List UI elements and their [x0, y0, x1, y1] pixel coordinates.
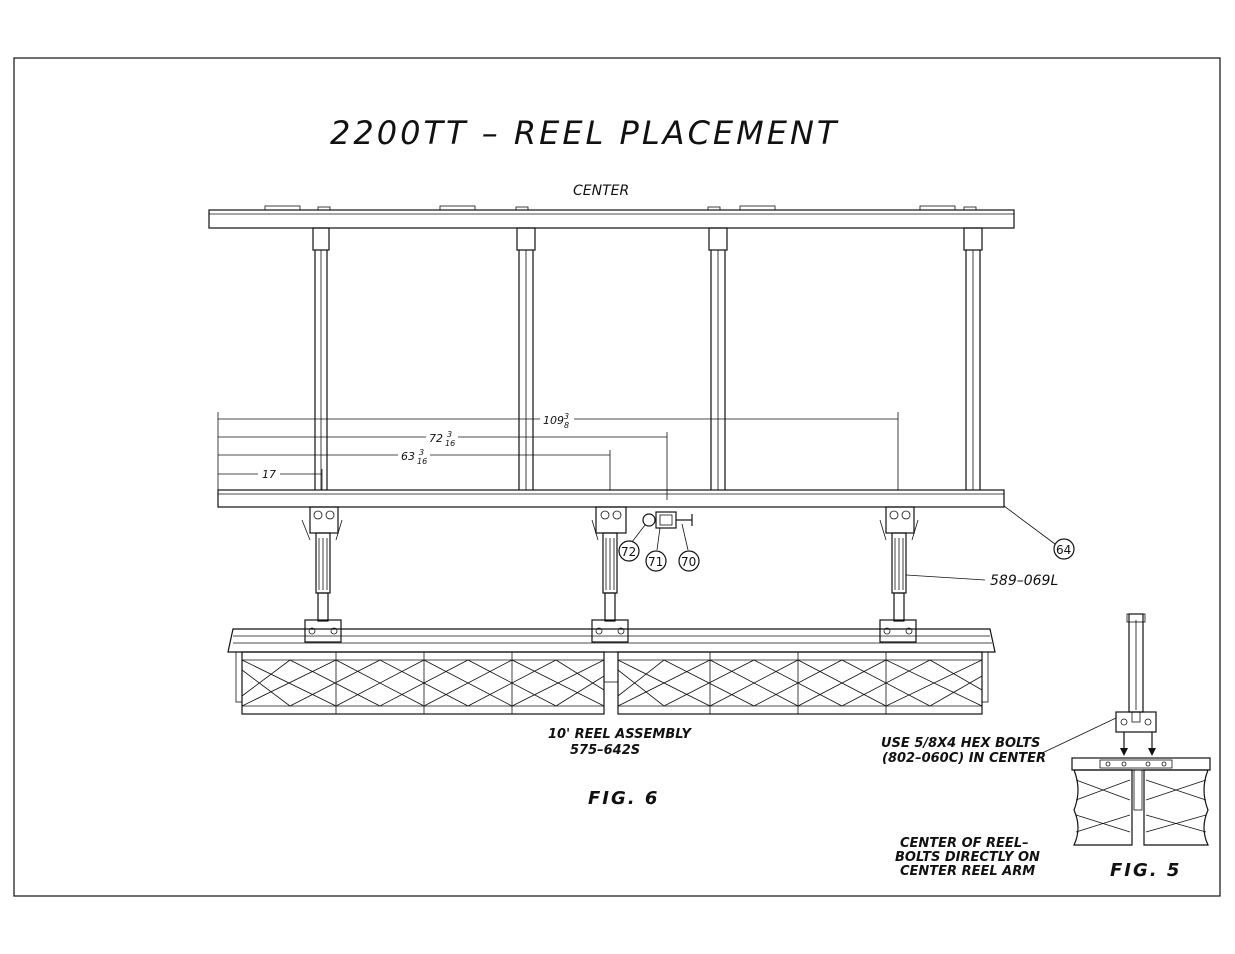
svg-text:3: 3 — [564, 412, 569, 421]
svg-text:BOLTS DIRECTLY ON: BOLTS DIRECTLY ON — [895, 850, 1040, 865]
balloon-72: 72 — [618, 524, 646, 562]
svg-text:589–069L: 589–069L — [990, 573, 1058, 589]
reel-arm-left — [301, 506, 343, 622]
svg-text:72: 72 — [429, 432, 443, 445]
dimension-109: 109 3 8 — [540, 411, 574, 430]
balloon-64: 64 — [1003, 505, 1075, 560]
fig-5-detail — [1071, 613, 1211, 846]
reel-assembly-label-1: 10' REEL ASSEMBLY — [548, 727, 692, 742]
svg-text:3: 3 — [447, 430, 452, 439]
vertical-posts — [312, 227, 983, 490]
svg-text:63: 63 — [401, 450, 415, 463]
svg-text:(802–060C) IN CENTER: (802–060C) IN CENTER — [882, 751, 1046, 766]
part-label-589-069L: 589–069L — [905, 573, 1058, 589]
dimension-17: 17 — [258, 467, 280, 481]
reel-arm-right — [879, 506, 919, 622]
drawing-border — [13, 57, 1221, 897]
center-reel-note: CENTER OF REEL– BOLTS DIRECTLY ON CENTER… — [895, 836, 1040, 879]
dimension-63: 63 3 16 — [398, 447, 430, 466]
svg-text:8: 8 — [564, 421, 569, 430]
reel-assembly-label-2: 575–642S — [570, 743, 640, 758]
bolt-note: USE 5/8X4 HEX BOLTS (802–060C) IN CENTER — [881, 717, 1117, 766]
balloon-71: 71 — [645, 527, 667, 572]
svg-text:USE 5/8X4 HEX BOLTS: USE 5/8X4 HEX BOLTS — [881, 736, 1040, 751]
svg-text:16: 16 — [417, 457, 427, 466]
fig-5-label: FIG. 5 — [1110, 860, 1181, 881]
svg-text:CENTER OF REEL–: CENTER OF REEL– — [900, 836, 1029, 851]
drawing-title: 2200TT – REEL PLACEMENT — [330, 114, 839, 152]
svg-text:17: 17 — [262, 468, 276, 481]
svg-text:109: 109 — [543, 414, 564, 427]
reel-assembly — [227, 619, 996, 715]
reel-arm-center — [591, 506, 627, 622]
top-frame-bar — [208, 205, 1015, 229]
svg-text:CENTER REEL ARM: CENTER REEL ARM — [900, 864, 1035, 879]
svg-text:72: 72 — [621, 545, 636, 559]
svg-text:71: 71 — [648, 555, 663, 569]
svg-text:70: 70 — [681, 555, 696, 569]
svg-text:3: 3 — [419, 448, 424, 457]
center-label: CENTER — [573, 183, 629, 199]
svg-text:16: 16 — [445, 439, 455, 448]
balloon-70: 70 — [678, 523, 700, 572]
svg-text:64: 64 — [1056, 543, 1071, 557]
fig-6-label: FIG. 6 — [588, 788, 659, 809]
dimension-72: 72 3 16 — [426, 429, 458, 448]
hydraulic-fitting — [642, 511, 693, 529]
lower-frame-bar — [217, 489, 1005, 508]
